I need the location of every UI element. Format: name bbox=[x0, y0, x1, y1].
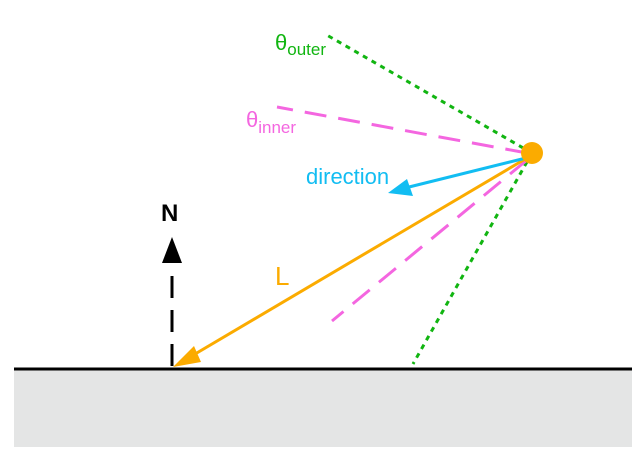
direction-arrowhead bbox=[388, 179, 413, 196]
outer-cone-edge-bottom bbox=[411, 152, 534, 365]
direction-vector-line bbox=[404, 155, 531, 190]
inner-cone-edge-top bbox=[276, 105, 528, 155]
light-vector-line bbox=[189, 153, 533, 359]
spotlight-source bbox=[521, 142, 543, 164]
direction-label: direction bbox=[306, 164, 389, 189]
light-vector-arrowhead bbox=[173, 346, 201, 367]
ground-surface bbox=[14, 369, 632, 447]
inner-cone-edge-bottom bbox=[331, 158, 528, 323]
outer-cone-edge-top bbox=[324, 32, 533, 155]
normal-label: N bbox=[161, 200, 178, 227]
theta-inner-label: θinner bbox=[246, 107, 296, 137]
light-vector-label: L bbox=[275, 261, 289, 291]
normal-arrowhead bbox=[162, 237, 182, 263]
theta-outer-label: θouter bbox=[275, 30, 326, 59]
